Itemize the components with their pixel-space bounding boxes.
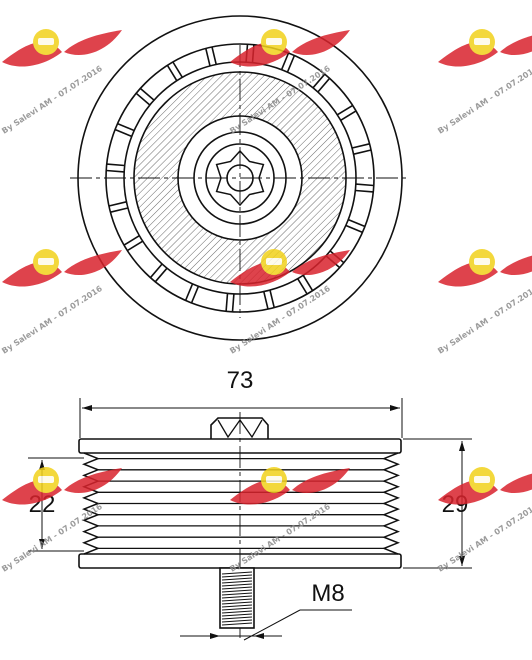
logo-car-shape <box>38 476 54 483</box>
watermark-text: By Salevi AM - 07.07.2016 <box>436 284 532 356</box>
rib-line <box>336 104 354 116</box>
thread-line <box>221 595 253 599</box>
rib-line <box>355 183 374 187</box>
torx-head <box>215 149 265 207</box>
rib-line <box>211 46 217 65</box>
rib-line <box>108 201 127 207</box>
rib-line <box>345 224 363 234</box>
thread-line <box>221 574 253 578</box>
watermark-logo: By Salevi AM - 07.07.2016 <box>0 29 122 136</box>
rib-line <box>269 289 275 308</box>
rib-line <box>110 207 129 213</box>
rib-line <box>231 293 235 312</box>
thread-line <box>221 589 253 593</box>
side-view <box>28 398 472 641</box>
rib-line <box>135 92 151 106</box>
rib-line <box>351 143 370 149</box>
wing-right-shape <box>500 35 532 55</box>
groove-profile-right <box>381 452 401 555</box>
rib-line <box>286 55 296 73</box>
wing-right-shape <box>292 250 350 276</box>
thread-line <box>221 607 253 611</box>
rib-line <box>172 61 183 78</box>
wing-right-shape <box>292 468 350 494</box>
wing-right-shape <box>64 250 122 276</box>
logo-car-shape <box>38 38 54 45</box>
rib-line <box>205 48 211 67</box>
thread-line <box>221 571 253 575</box>
rib-line <box>190 285 200 304</box>
rib-line <box>347 218 366 228</box>
watermark-logo: By Salevi AM - 07.07.2016 <box>0 249 122 356</box>
thread-line <box>221 583 253 587</box>
thread-line <box>221 622 253 626</box>
diameter-label: 73 <box>227 367 254 394</box>
rib-line <box>139 87 155 101</box>
wing-right-shape <box>64 30 122 56</box>
logo-car-shape <box>474 38 490 45</box>
thread-label: M8 <box>311 580 344 607</box>
rib-line <box>123 235 140 246</box>
rib-line <box>106 169 125 173</box>
watermark-text: By Salevi AM - 07.07.2016 <box>0 284 104 356</box>
logo-car-shape <box>474 258 490 265</box>
rib-line <box>353 149 372 155</box>
watermark-text: By Salevi AM - 07.07.2016 <box>436 64 532 136</box>
thread-line <box>221 610 253 614</box>
rib-line <box>355 189 374 193</box>
rib-line <box>263 291 269 310</box>
rib-line <box>312 73 326 89</box>
stud-threads <box>221 571 253 626</box>
pulley-ribs <box>106 44 374 312</box>
rib-line <box>149 263 163 279</box>
logo-car-shape <box>266 476 282 483</box>
rib-line <box>184 283 194 301</box>
rib-line <box>280 52 290 71</box>
logo-car-shape <box>38 258 54 265</box>
rib-line <box>106 163 125 167</box>
thread-line <box>221 601 253 605</box>
rib-line <box>225 293 229 312</box>
thread-line <box>221 619 253 623</box>
rib-line <box>297 278 308 295</box>
wing-right-shape <box>64 468 122 494</box>
watermark-logo: By Salevi AM - 07.07.2016 <box>436 467 532 574</box>
thread-line <box>221 580 253 584</box>
thread-line <box>221 586 253 590</box>
thread-line <box>221 592 253 596</box>
rib-line <box>114 128 133 138</box>
groove-profile-left <box>81 452 101 555</box>
rib-line <box>117 122 135 132</box>
thread-line <box>221 613 253 617</box>
wing-right-shape <box>500 255 532 275</box>
logo-car-shape <box>266 38 282 45</box>
logo-car-shape <box>266 258 282 265</box>
rib-line <box>154 267 168 283</box>
rib-line <box>317 77 331 93</box>
rib-line <box>126 240 144 252</box>
wing-right-shape <box>292 30 350 56</box>
watermark-logo: By Salevi AM - 07.07.2016 <box>436 249 532 356</box>
thread-line <box>221 577 253 581</box>
rib-line <box>166 64 178 82</box>
logo-car-shape <box>474 476 490 483</box>
watermark-text: By Salevi AM - 07.07.2016 <box>0 64 104 136</box>
rib-line <box>302 274 314 292</box>
thread-leader <box>243 609 301 641</box>
thread-line <box>221 616 253 620</box>
thread-line <box>221 598 253 602</box>
thread-line <box>221 604 253 608</box>
rib-line <box>340 110 357 121</box>
watermark-logo: By Salevi AM - 07.07.2016 <box>436 29 532 136</box>
wing-right-shape <box>500 473 532 493</box>
